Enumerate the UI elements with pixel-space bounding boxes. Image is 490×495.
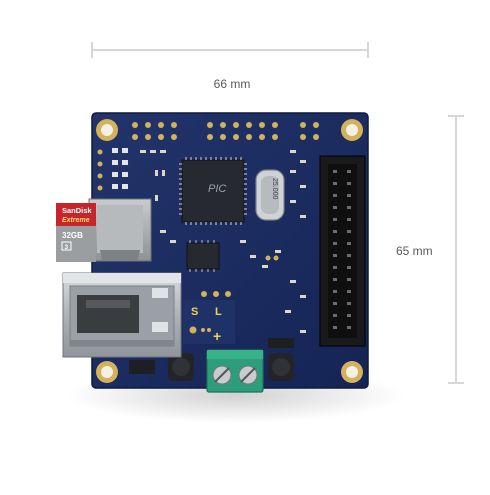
width-dimension-label: 66 mm — [213, 77, 251, 91]
mcu-marking: PIC — [208, 183, 226, 195]
power-silkscreen-area — [183, 300, 235, 344]
rj45-ethernet-jack — [62, 272, 182, 358]
width-dimension-line — [91, 42, 369, 58]
silk-plus: + — [213, 328, 221, 344]
sd-class-mark: 3 — [65, 244, 69, 251]
power-pads — [189, 326, 211, 334]
height-dimension-line — [448, 115, 464, 384]
top-header-pads — [132, 122, 319, 140]
mounting-hole — [96, 119, 363, 383]
silk-s: S — [191, 306, 198, 318]
sd-brand: SanDisk — [62, 206, 92, 215]
ethernet-ic — [186, 240, 220, 272]
mcu-chip: PIC — [179, 157, 247, 225]
crystal-oscillator: 25.000 — [255, 169, 285, 221]
mid-pads — [201, 255, 279, 297]
left-leds — [97, 148, 128, 191]
microsd-slot — [88, 198, 152, 262]
pin-header-right — [319, 155, 366, 347]
power-terminal-block — [206, 349, 264, 393]
silk-l: L — [215, 306, 222, 318]
power-inductors — [129, 338, 294, 381]
sd-line: Extreme — [62, 217, 90, 224]
height-dimension-label: 65 mm — [396, 244, 433, 258]
crystal-marking: 25.000 — [271, 178, 278, 200]
microsd-card: SanDisk Extreme 32GB 3 — [56, 203, 96, 262]
sd-capacity: 32GB — [62, 231, 83, 240]
